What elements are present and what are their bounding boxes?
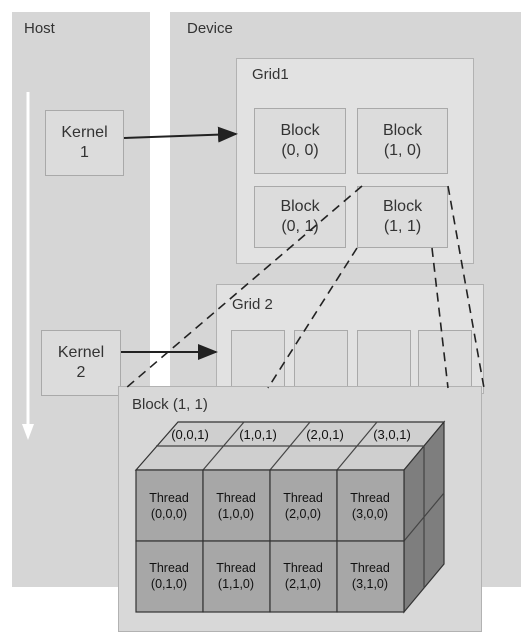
thread-label: Thread bbox=[350, 561, 390, 575]
thread-index: (3,1,0) bbox=[352, 577, 388, 591]
grid1-title: Grid1 bbox=[252, 66, 289, 83]
kernel-2: Kernel 2 bbox=[41, 330, 121, 396]
block-detail-title: Block (1, 1) bbox=[132, 396, 208, 413]
host-title: Host bbox=[24, 20, 55, 37]
projection-line bbox=[125, 185, 363, 389]
thread-cell bbox=[202, 469, 271, 542]
kernel-1: Kernel 1 bbox=[45, 110, 124, 176]
top-label: (0,0,1) bbox=[171, 427, 209, 442]
thread-cell bbox=[269, 469, 338, 542]
kernel1-to-grid1-arrow bbox=[123, 126, 238, 143]
grid1-block-1-0: Block (1, 0) bbox=[357, 108, 448, 174]
projection-line bbox=[267, 247, 358, 389]
thread-index: (0,1,0) bbox=[151, 577, 187, 591]
thread-cell bbox=[135, 540, 204, 613]
thread-cell bbox=[135, 469, 204, 542]
thread-index: (1,1,0) bbox=[218, 577, 254, 591]
thread-cell bbox=[269, 540, 338, 613]
thread-cell bbox=[336, 540, 405, 613]
grid2-cell bbox=[294, 330, 348, 390]
thread-cube bbox=[134, 420, 446, 614]
thread-label: Thread bbox=[283, 561, 323, 575]
thread-label: Thread bbox=[149, 561, 189, 575]
thread-index: (1,0,0) bbox=[218, 507, 254, 521]
projection-line bbox=[447, 185, 485, 389]
top-label: (2,0,1) bbox=[306, 427, 344, 442]
thread-index: (0,0,0) bbox=[151, 507, 187, 521]
top-label: (3,0,1) bbox=[373, 427, 411, 442]
projection-line bbox=[431, 247, 449, 389]
thread-index: (2,1,0) bbox=[285, 577, 321, 591]
thread-label: Thread bbox=[216, 561, 256, 575]
host-timeline-arrowhead bbox=[22, 424, 34, 440]
grid1-block-0-0: Block (0, 0) bbox=[254, 108, 346, 174]
grid1-block-1-1: Block (1, 1) bbox=[357, 186, 448, 248]
device-title: Device bbox=[187, 20, 233, 37]
thread-label: Thread bbox=[350, 491, 390, 505]
grid1-block-0-1: Block (0, 1) bbox=[254, 186, 346, 248]
thread-label: Thread bbox=[283, 491, 323, 505]
grid2-title: Grid 2 bbox=[232, 296, 273, 313]
thread-index: (3,0,0) bbox=[352, 507, 388, 521]
thread-cell bbox=[202, 540, 271, 613]
thread-cell bbox=[336, 469, 405, 542]
top-label: (1,0,1) bbox=[239, 427, 277, 442]
thread-label: Thread bbox=[216, 491, 256, 505]
thread-label: Thread bbox=[149, 491, 189, 505]
grid2-cell bbox=[231, 330, 285, 390]
thread-index: (2,0,0) bbox=[285, 507, 321, 521]
